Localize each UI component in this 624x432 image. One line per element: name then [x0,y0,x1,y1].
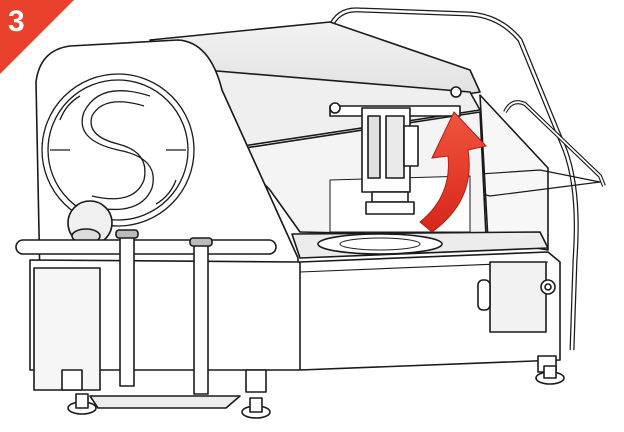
step-number: 3 [8,5,25,38]
step-badge [0,0,74,74]
logo-emblem [41,73,195,227]
front-rail [15,239,277,255]
step-badge-shape [0,0,74,74]
rotate-up-arrow-icon [419,111,487,233]
base-body [29,251,561,371]
side-latch [477,279,491,311]
bottom-tray [89,395,241,409]
